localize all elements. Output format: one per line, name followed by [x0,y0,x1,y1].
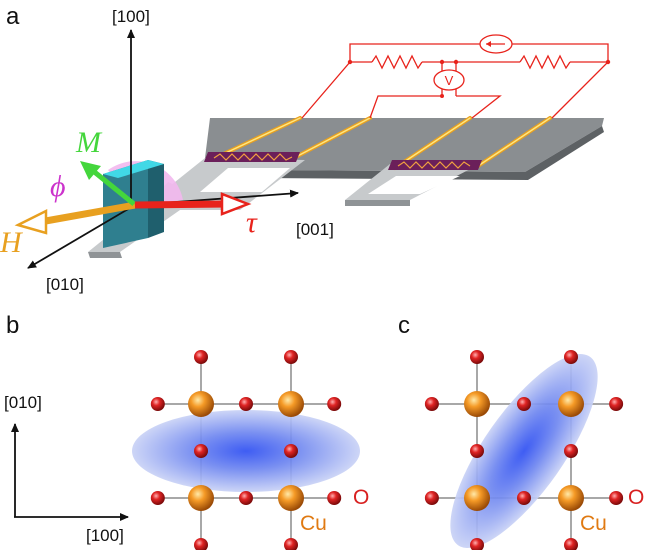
copper-atom [188,391,214,417]
oxygen-atom [239,491,253,505]
oxygen-atom [470,444,484,458]
piezoresistor-left [204,152,300,162]
circuit [301,43,609,119]
panel-label-c: c [398,312,410,339]
ammeter-icon [479,34,513,54]
copper-atom [464,391,490,417]
circuit-nodes [347,59,611,98]
oxygen-atom [327,397,342,411]
piezoresistor-right [388,160,482,170]
resistor-icon [519,54,571,70]
oxygen-atom [517,397,531,411]
voltmeter-label: V [445,73,454,88]
tau-label: τ [246,206,258,239]
oxygen-atom [609,491,624,505]
panel-label-b: b [6,312,19,339]
oxygen-atom [194,444,208,458]
phi-label: ϕ [50,170,66,203]
oxygen-atom [284,350,298,364]
oxygen-atom [564,538,578,550]
oxygen-atom [424,397,439,411]
copper-atom [278,485,304,511]
oxygen-atom [517,491,531,505]
oxygen-atom [327,491,342,505]
copper-atom [464,485,490,511]
copper-atom [278,391,304,417]
oxygen-atom [239,397,253,411]
m-label: M [75,126,103,159]
oxygen-atom [150,491,165,505]
m-arrow [80,161,136,206]
oxygen-atom [609,397,624,411]
oxygen-atom [564,350,578,364]
copper-atom [558,391,584,417]
electrodes [213,116,552,170]
cantilever-base [203,118,604,180]
oxygen-atom [194,350,208,364]
axis-arrow-010 [27,204,136,269]
h-label: H [0,226,24,259]
resistor-icon [371,54,423,70]
oxygen-atom [284,538,298,550]
copper-atom [558,485,584,511]
lattice-c [424,350,624,550]
panel-label-a: a [6,3,20,30]
oxygen-atom [564,444,578,458]
lattice-axis-label-010: [010] [4,393,42,412]
oxygen-label-c: O [628,486,644,509]
oxygen-atom [470,538,484,550]
oxygen-atom [150,397,165,411]
oxygen-atom [194,538,208,550]
oxygen-atom [284,444,298,458]
axis-label-100: [100] [112,7,150,26]
lattice-b [132,350,360,550]
axis-label-001: [001] [296,220,334,239]
copper-label-b: Cu [300,512,327,535]
tau-arrow [134,192,252,216]
oxygen-atom [424,491,439,505]
voltmeter-icon: V [433,69,465,91]
axis-label-010: [010] [46,275,84,294]
h-field-arrow [14,201,136,235]
copper-atom [188,485,214,511]
lattice-axis-label-100: [100] [86,526,124,545]
oxygen-atom [470,350,484,364]
oxygen-label-b: O [353,486,369,509]
d-orbital-lobe [132,410,360,492]
copper-label-c: Cu [580,512,607,535]
